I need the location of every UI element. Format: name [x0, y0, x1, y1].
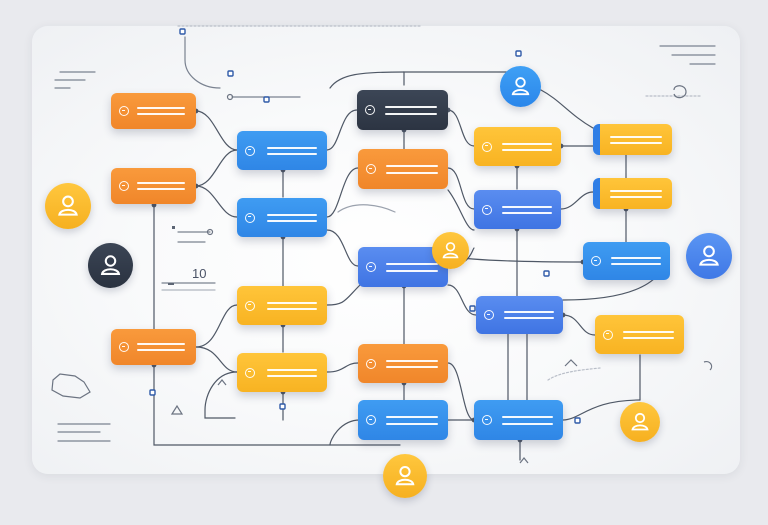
node-icon [119, 181, 129, 191]
node-icon [482, 415, 492, 425]
user-icon [631, 412, 649, 431]
process-node[interactable] [358, 344, 448, 383]
process-node[interactable] [237, 353, 327, 392]
user-icon [442, 242, 459, 259]
process-node[interactable] [237, 286, 327, 325]
user-icon [511, 77, 530, 96]
node-icon [366, 358, 376, 369]
process-node[interactable] [595, 315, 684, 354]
process-node[interactable] [474, 127, 561, 166]
node-icon [366, 164, 376, 174]
user-avatar[interactable] [383, 454, 427, 498]
process-node[interactable] [111, 329, 196, 365]
user-avatar[interactable] [88, 243, 133, 288]
process-node[interactable] [583, 242, 670, 280]
process-node[interactable] [357, 90, 448, 130]
process-node[interactable] [358, 149, 448, 189]
node-count-label: 10 [192, 266, 207, 281]
node-icon [482, 204, 492, 215]
node-icon [245, 212, 255, 223]
user-avatar[interactable] [45, 183, 91, 229]
user-avatar[interactable] [686, 233, 732, 279]
node-icon [482, 141, 492, 152]
user-icon [100, 255, 121, 275]
process-node[interactable] [474, 190, 561, 229]
process-node[interactable] [476, 296, 563, 334]
node-icon [366, 415, 376, 425]
user-avatar[interactable] [500, 66, 541, 107]
node-icon [591, 256, 601, 266]
process-node[interactable] [111, 93, 196, 129]
node-icon [119, 106, 129, 116]
process-node[interactable] [593, 124, 672, 155]
process-node[interactable] [358, 400, 448, 440]
user-avatar[interactable] [432, 232, 469, 269]
user-icon [699, 245, 719, 266]
node-icon [245, 145, 255, 156]
node-icon [366, 262, 376, 272]
node-icon [119, 342, 129, 352]
node-icon [484, 310, 494, 320]
node-icon [603, 329, 613, 340]
user-icon [58, 195, 78, 216]
process-node[interactable] [237, 131, 327, 170]
process-node[interactable] [474, 400, 563, 440]
node-icon [245, 300, 255, 311]
user-icon [395, 465, 415, 486]
node-icon [245, 367, 255, 378]
user-avatar[interactable] [620, 402, 660, 442]
node-icon [365, 105, 375, 115]
process-node[interactable] [237, 198, 327, 237]
process-node[interactable] [593, 178, 672, 209]
process-node[interactable] [111, 168, 196, 204]
